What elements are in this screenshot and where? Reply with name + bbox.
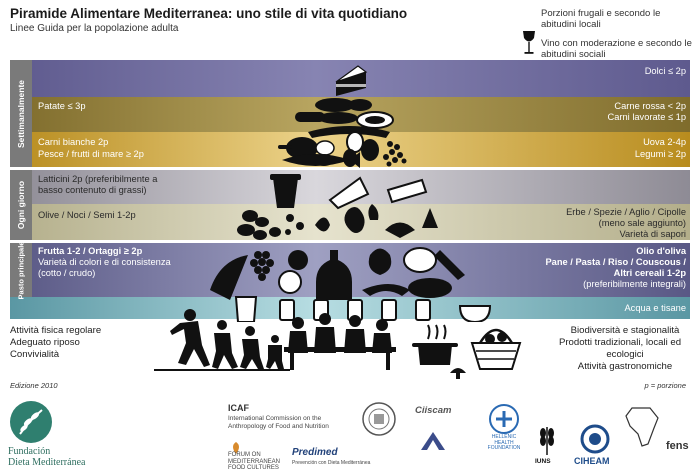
cereals-label-1: Pane / Pasta / Riso / Couscous / <box>545 257 686 267</box>
wholegrain-label: (preferibilmente integrali) <box>583 279 686 289</box>
university-seal <box>362 402 396 436</box>
predimed-sub: Prevención con Dieta Mediterránea <box>292 460 371 466</box>
dairy-label-1: Latticini 2p (preferibilmente a <box>38 174 158 184</box>
processed-meat-label: Carni lavorate ≤ 1p <box>607 112 686 122</box>
africa-map-logo <box>622 404 662 448</box>
fish-icon <box>282 152 360 168</box>
forum-icon <box>233 442 239 454</box>
fdm-name: Fundación Dieta Mediterránea <box>8 446 86 468</box>
yogurt-icon <box>270 174 301 208</box>
portion-legend: p = porzione <box>644 381 687 390</box>
salt-label: (meno sale aggiunto) <box>598 218 686 228</box>
olives-label: Olive / Noci / Semi 1-2p <box>38 210 136 220</box>
physical-activity-label: Attività fisica regolare <box>10 325 102 336</box>
page-subtitle: Linee Guida per la popolazione adulta <box>10 23 179 34</box>
ciiscam-logo: Ciiscam <box>415 405 452 416</box>
fruit-veg-label: Frutta 1-2 / Ortaggi ≥ 2p <box>38 246 143 256</box>
hhf-icon <box>489 404 519 434</box>
school-logo <box>418 428 448 454</box>
watermelon-icon <box>210 255 248 300</box>
potatoes-label: Patate ≤ 3p <box>38 101 86 111</box>
herbs-label: Erbe / Spezie / Aglio / Cipolle <box>566 207 686 217</box>
legumes-icon <box>383 141 407 167</box>
olive-oil-icon <box>316 250 352 300</box>
fdm-logo <box>8 400 54 444</box>
sweets-label: Dolci ≤ 2p <box>644 66 686 76</box>
africa-icon <box>625 407 659 447</box>
ciheam-icon <box>580 424 610 454</box>
section-daily: Ogni giorno <box>10 170 32 240</box>
flavours-label: Varietà di sapori <box>619 229 687 239</box>
dining-table-icon <box>284 313 396 370</box>
hhf-name: HELLENIC HEALTH FOUNDATION <box>487 434 521 451</box>
page-title: Piramide Alimentare Mediterranea: uno st… <box>10 6 408 21</box>
eggs-label: Uova 2-4p <box>643 137 686 147</box>
pyramid-illustration <box>210 65 492 322</box>
artichoke-icon <box>368 247 437 275</box>
hhf-logo <box>486 404 522 434</box>
fens-logo: fens <box>666 440 689 452</box>
variety-label: Varietà di colori e di consistenza <box>38 257 171 267</box>
predimed-logo: Predimed <box>292 447 338 458</box>
section-meal: Pasto principale <box>10 241 32 299</box>
rest-label: Adeguato riposo <box>10 337 80 348</box>
ecological-label: ecologici <box>606 349 644 360</box>
wine-glass-icon <box>522 30 536 56</box>
edition-label: Edizione 2010 <box>10 381 58 390</box>
iuns-logo <box>537 425 557 457</box>
iuns-name: IUNS <box>535 458 551 465</box>
school-icon <box>421 432 445 450</box>
bread-icon <box>362 250 465 298</box>
icaf-name: International Commission on the Anthropo… <box>228 415 329 430</box>
grapes-icon <box>250 251 274 281</box>
pastry-icon <box>315 98 372 112</box>
white-meat-label: Carni bianche 2p <box>38 137 109 147</box>
legend-wine: Vino con moderazione e secondo le abitud… <box>541 38 692 60</box>
biodiversity-label: Biodiversità e stagionalità <box>570 325 680 336</box>
section-weekly: Settimanalmente <box>10 60 32 167</box>
garlic-icon <box>315 204 438 238</box>
olive-oil-label: Olio d'oliva <box>636 246 686 256</box>
fish-label: Pesce / frutti di mare ≥ 2p <box>38 149 144 159</box>
traditional-label: Prodotti tradizionali, locali ed <box>558 337 682 348</box>
ciheam-name: CIHEAM <box>574 456 610 466</box>
basket-icon <box>470 328 522 370</box>
icaf-title: ICAF <box>228 403 249 413</box>
lifestyle-illustration <box>154 309 522 379</box>
cooked-raw-label: (cotto / crudo) <box>38 268 96 278</box>
red-meat-label: Carne rossa < 2p <box>614 101 686 111</box>
gastronomic-label: Attività gastronomiche <box>577 361 673 372</box>
seal-icon <box>362 402 396 436</box>
legend-frugal: Porzioni frugali e secondo le abitudini … <box>541 8 661 30</box>
meat-icon <box>295 111 394 138</box>
ciheam-logo <box>580 424 610 454</box>
running-people-icon <box>154 309 290 371</box>
cooking-pot-icon <box>412 324 458 365</box>
forum-logo <box>228 440 244 456</box>
water-label: Acqua e tisane <box>624 303 686 313</box>
cereals-label-2: Altri cereali 1-2p <box>613 268 686 278</box>
cheese-icon <box>328 176 428 210</box>
mushroom-icon <box>450 368 466 379</box>
conviviality-label: Convivialità <box>10 349 60 360</box>
wheat-icon <box>540 427 554 455</box>
cake-icon <box>335 65 368 96</box>
legumes-label: Legumi ≥ 2p <box>634 149 686 159</box>
forum-name: FORUM ON MEDITERRANEAN FOOD CULTURES <box>228 452 281 471</box>
olive-branch-icon <box>10 401 52 443</box>
apple-icon <box>278 250 308 294</box>
dairy-label-2: basso contenuto di grassi) <box>38 185 147 195</box>
eggs-icon <box>343 131 379 167</box>
olives-icon <box>237 210 304 240</box>
